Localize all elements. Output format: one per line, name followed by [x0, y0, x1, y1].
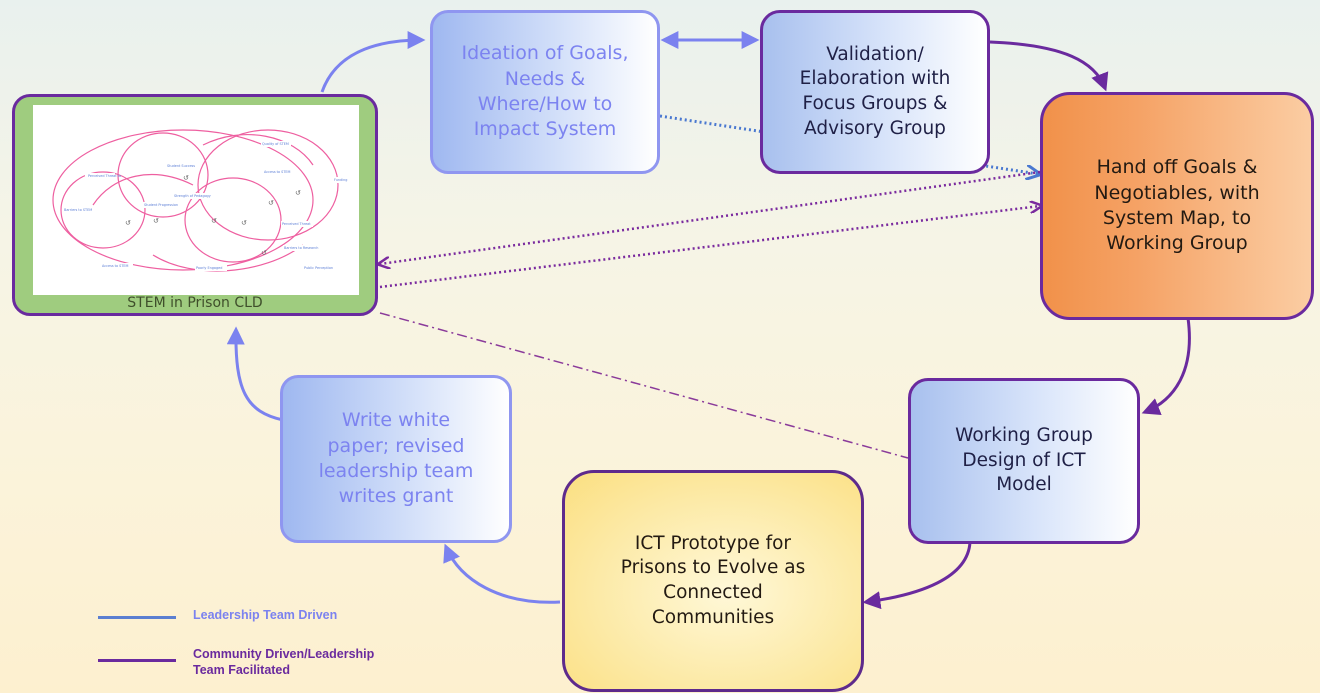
legend-line-leadership [98, 616, 176, 619]
arrow-validation-to-handoff [989, 40, 1109, 92]
svg-text:Student Success: Student Success [167, 164, 195, 168]
svg-text:Barriers to STEM: Barriers to STEM [64, 208, 92, 212]
dotted-cld-to-handoff [379, 206, 1040, 289]
dotted-handoff-to-cld [380, 170, 1041, 264]
svg-text:Barriers to Research: Barriers to Research [284, 246, 318, 250]
node-handoff: Hand off Goals & Negotiables, with Syste… [1040, 92, 1314, 320]
svg-text:↺: ↺ [268, 199, 274, 207]
node-validation: Validation/ Elaboration with Focus Group… [760, 10, 990, 174]
arrow-prototype-to-white-paper [443, 543, 561, 604]
svg-text:↺: ↺ [211, 217, 217, 225]
node-white-paper: Write white paper; revised leadership te… [280, 375, 512, 543]
svg-text:↺: ↺ [125, 219, 131, 227]
svg-text:Access to STEM: Access to STEM [264, 170, 291, 174]
legend-label-leadership: Leadership Team Driven [193, 608, 338, 622]
svg-text:↺: ↺ [153, 217, 159, 225]
node-ideation-label: Ideation of Goals, Needs & Where/How to … [461, 42, 629, 141]
svg-text:Poorly Engaged: Poorly Engaged [196, 266, 222, 270]
svg-text:↺: ↺ [241, 219, 247, 227]
svg-text:Perceived Threat to: Perceived Threat to [88, 174, 121, 178]
arrow-handoff-to-working-group [1141, 317, 1191, 415]
legend-line-community [98, 659, 176, 662]
svg-text:↺: ↺ [295, 189, 301, 197]
node-prototype: ICT Prototype for Prisons to Evolve as C… [562, 470, 864, 692]
cld-caption: STEM in Prison CLD [127, 295, 263, 311]
arrow-cld-to-ideation [320, 31, 426, 93]
svg-text:Perceived Threat: Perceived Threat [282, 222, 311, 226]
arrow-white-paper-to-cld [226, 326, 284, 422]
node-white-paper-label: Write white paper; revised leadership te… [318, 409, 474, 508]
legend-label-community: Community Driven/Leadership Team Facilit… [193, 647, 375, 677]
cld-diagram-thumbnail: Perceived Threat to Barriers to STEM Acc… [33, 105, 359, 295]
svg-text:Strength of Pedagogy: Strength of Pedagogy [174, 194, 211, 198]
svg-text:Funding: Funding [334, 178, 347, 182]
svg-text:↺: ↺ [261, 249, 267, 257]
causal-loop-diagram-image: Perceived Threat to Barriers to STEM Acc… [52, 129, 353, 272]
node-prototype-label: ICT Prototype for Prisons to Evolve as C… [620, 532, 806, 628]
node-working-group-label: Working Group Design of ICT Model [955, 425, 1093, 496]
svg-text:Public Perception: Public Perception [304, 266, 333, 270]
node-validation-label: Validation/ Elaboration with Focus Group… [799, 43, 951, 139]
arrow-working-group-to-prototype [862, 541, 972, 610]
svg-text:Access to STEM: Access to STEM [102, 264, 129, 268]
stem-in-prison-cld: Perceived Threat to Barriers to STEM Acc… [12, 94, 378, 316]
svg-text:↺: ↺ [183, 174, 189, 182]
node-handoff-label: Hand off Goals & Negotiables, with Syste… [1094, 156, 1260, 255]
node-working-group: Working Group Design of ICT Model [908, 378, 1140, 544]
node-ideation: Ideation of Goals, Needs & Where/How to … [430, 10, 660, 174]
svg-text:Student Progression: Student Progression [144, 203, 178, 207]
svg-text:Quality of STEM: Quality of STEM [262, 142, 289, 146]
